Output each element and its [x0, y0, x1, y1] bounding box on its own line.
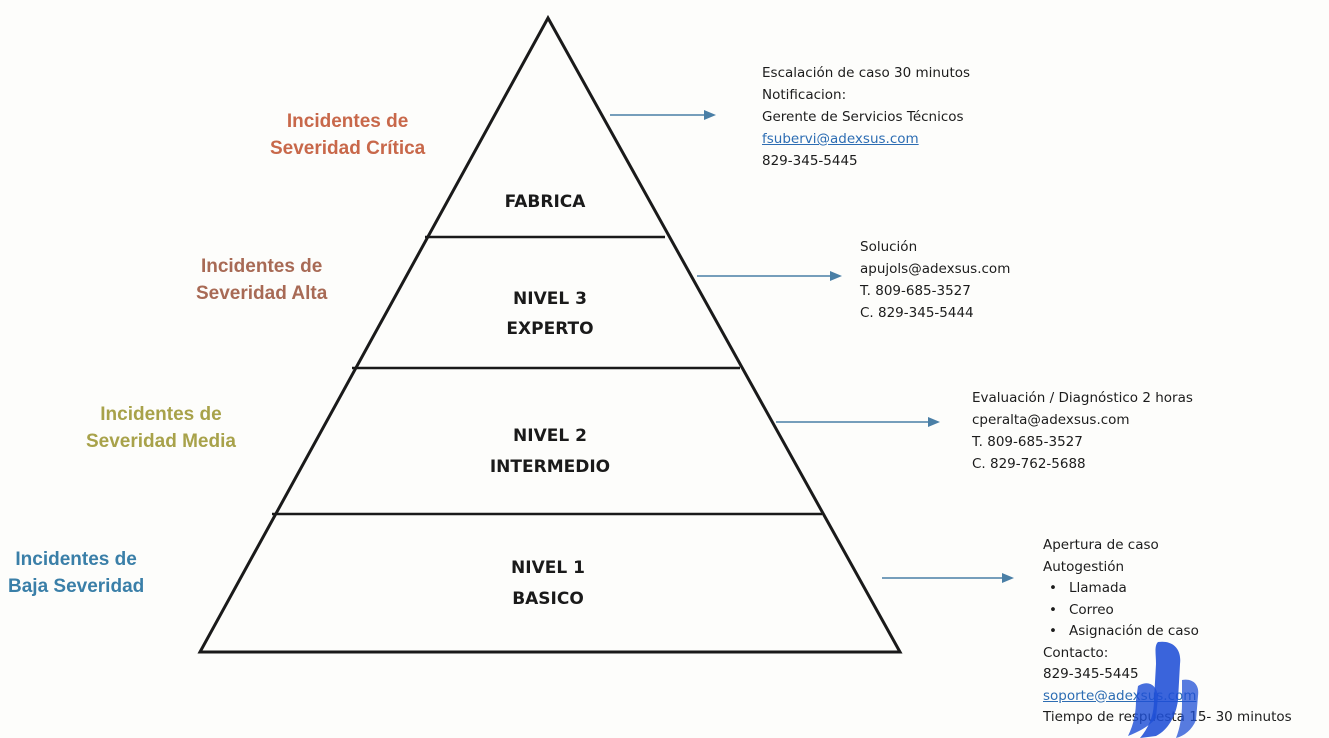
- severity-media-label: Incidentes de Severidad Media: [86, 401, 236, 455]
- level-fabrica-label: FABRICA: [505, 192, 587, 212]
- info-media-line1: Evaluación / Diagnóstico 2 horas: [972, 390, 1193, 406]
- severity-alta-line2: Severidad Alta: [196, 283, 328, 304]
- level-nivel1-label-line2: BASICO: [512, 589, 584, 609]
- info-media-phone1: T. 809-685-3527: [972, 434, 1083, 450]
- info-critica-line2: Notificacion:: [762, 87, 847, 103]
- info-alta-line1: Solución: [860, 239, 918, 255]
- info-baja-line2: Autogestión: [1043, 558, 1125, 575]
- level-nivel3-label-line1: NIVEL 3: [513, 289, 587, 309]
- info-media: Evaluación / Diagnóstico 2 horas cperalt…: [972, 387, 1193, 475]
- severity-alta-line1: Incidentes de: [200, 256, 323, 277]
- info-baja-bullet-list: Llamada Correo Asignación de caso: [1043, 578, 1292, 643]
- info-critica-phone: 829-345-5445: [762, 153, 858, 169]
- info-critica-line3: Gerente de Servicios Técnicos: [762, 109, 964, 125]
- severity-critica-label: Incidentes de Severidad Crítica: [270, 108, 425, 162]
- severity-media-line1: Incidentes de: [100, 404, 222, 425]
- level-nivel2-label-line1: NIVEL 2: [513, 426, 587, 446]
- info-baja-phone: 829-345-5445: [1043, 666, 1139, 682]
- severity-critica-line1: Incidentes de: [286, 111, 409, 132]
- pyramid-outline: [197, 14, 903, 654]
- stamp-mark: [1128, 641, 1199, 738]
- info-alta-email: apujols@adexsus.com: [860, 261, 1011, 277]
- info-critica: Escalación de caso 30 minutos Notificaci…: [762, 62, 970, 172]
- severity-alta-label: Incidentes de Severidad Alta: [196, 253, 327, 307]
- info-alta-phone2: C. 829-345-5444: [860, 305, 974, 321]
- severity-baja-line1: Incidentes de: [15, 549, 137, 570]
- info-baja-contact-label: Contacto:: [1043, 644, 1109, 661]
- info-critica-line1: Escalación de caso 30 minutos: [762, 65, 971, 81]
- level-nivel2-label-line2: INTERMEDIO: [490, 457, 610, 477]
- email-link-fsubervi[interactable]: fsubervi@adexsus.com: [762, 131, 919, 147]
- arrow-media: [776, 417, 940, 427]
- severity-media-line2: Severidad Media: [86, 431, 236, 452]
- level-nivel3-label-line2: EXPERTO: [506, 319, 593, 339]
- severity-critica-line2: Severidad Crítica: [270, 138, 426, 159]
- arrow-critica: [610, 110, 716, 120]
- bullet-asignacion: Asignación de caso: [1043, 621, 1292, 643]
- severity-baja-label: Incidentes de Baja Severidad: [8, 546, 144, 600]
- info-media-phone2: C. 829-762-5688: [972, 456, 1086, 472]
- bullet-llamada: Llamada: [1043, 578, 1292, 600]
- info-alta-phone1: T. 809-685-3527: [860, 283, 971, 299]
- info-baja-line1: Apertura de caso: [1043, 537, 1159, 553]
- info-alta: Solución apujols@adexsus.com T. 809-685-…: [860, 236, 1010, 324]
- info-media-email: cperalta@adexsus.com: [972, 412, 1130, 428]
- level-nivel1-label-line1: NIVEL 1: [511, 558, 585, 578]
- arrow-baja: [882, 573, 1014, 583]
- severity-baja-line2: Baja Severidad: [8, 576, 145, 597]
- arrow-alta: [697, 271, 842, 281]
- bullet-correo: Correo: [1043, 600, 1292, 622]
